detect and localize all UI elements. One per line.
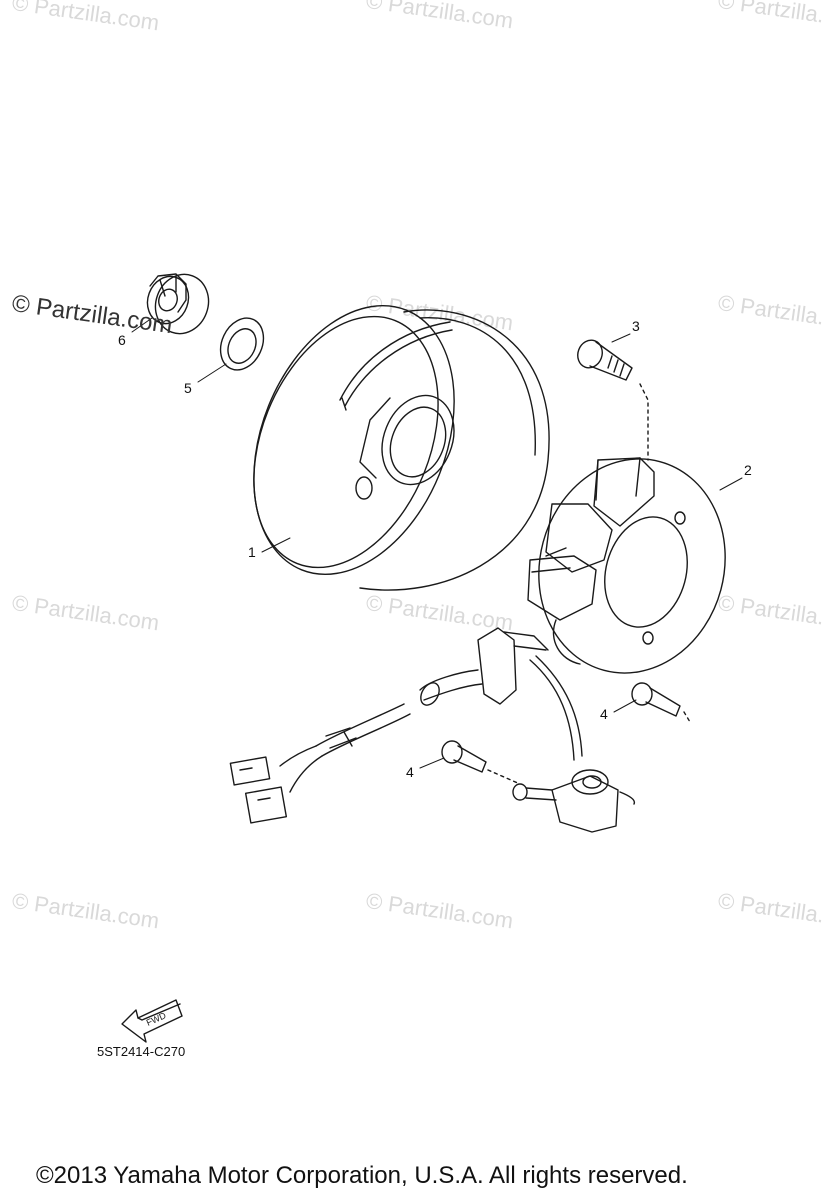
callout-part-5: 5 — [184, 380, 192, 396]
callout-part-6: 6 — [118, 332, 126, 348]
stator-part — [527, 457, 726, 674]
copyright-notice: ©2013 Yamaha Motor Corporation, U.S.A. A… — [36, 1162, 688, 1189]
washer-part — [219, 317, 265, 371]
pickup-coil-part — [512, 769, 636, 833]
bolt-4b-part — [441, 740, 521, 785]
flywheel-rotor-part — [253, 304, 550, 591]
bolt-4a-part — [631, 682, 691, 723]
callout-part-4: 4 — [600, 706, 608, 722]
callout-part-1: 1 — [248, 544, 256, 560]
callout-part-4: 4 — [406, 764, 414, 780]
callout-part-2: 2 — [744, 462, 752, 478]
callout-part-3: 3 — [632, 318, 640, 334]
diagram-code: 5ST2414-C270 — [97, 1044, 186, 1059]
leader-lines — [131, 317, 743, 769]
nut-part — [146, 273, 210, 335]
bolt-3-part — [577, 339, 649, 461]
fwd-arrow-icon: FWD — [121, 999, 183, 1043]
wire-harness-part — [229, 627, 583, 824]
